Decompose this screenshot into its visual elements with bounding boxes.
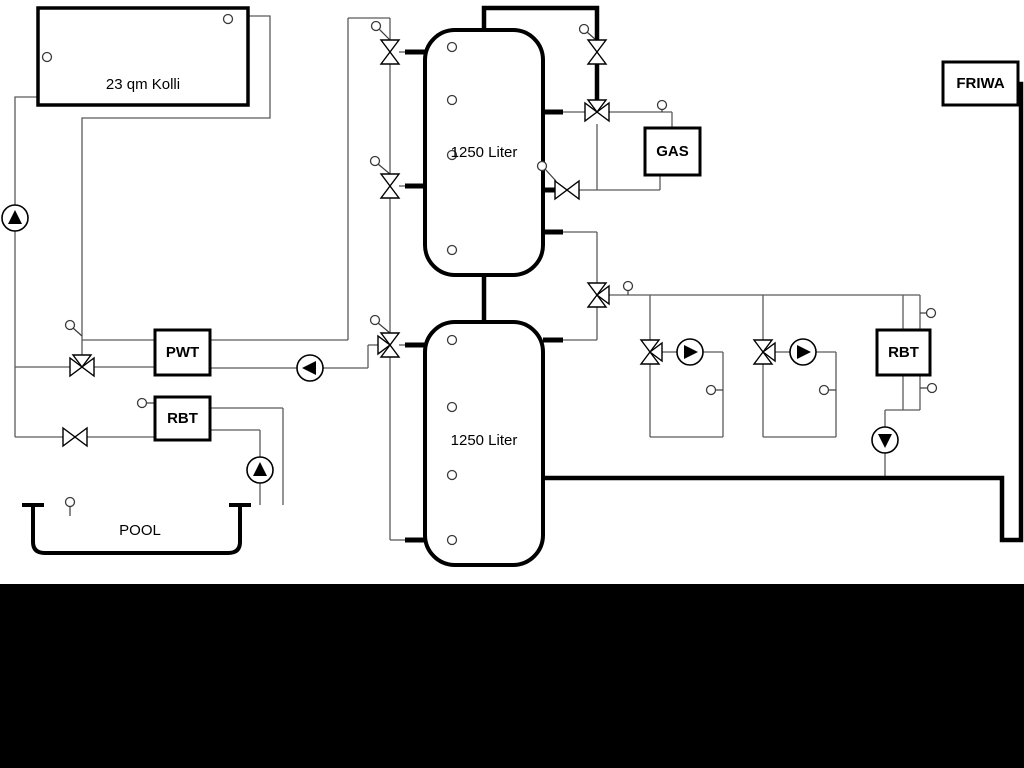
collector-label: 23 qm Kolli bbox=[105, 76, 181, 93]
heating-pump-1-icon bbox=[676, 338, 704, 366]
rbt-right-label: RBT bbox=[888, 344, 919, 361]
tank-sensor-icon bbox=[446, 469, 458, 481]
solar-pump-icon bbox=[1, 204, 29, 232]
valve-tank1-mid-icon bbox=[380, 173, 400, 199]
tank-sensor-icon bbox=[446, 244, 458, 256]
sensor-icon bbox=[369, 155, 381, 167]
gas-boiler-box bbox=[643, 126, 702, 177]
sensor-icon bbox=[64, 496, 76, 508]
pool-pump-icon bbox=[246, 456, 274, 484]
tank-sensor-icon bbox=[446, 534, 458, 546]
valve-rbt-left-icon bbox=[62, 427, 88, 447]
tank-sensor-icon bbox=[446, 41, 458, 53]
tank-sensor-icon bbox=[446, 94, 458, 106]
valve-gas-supply-icon bbox=[584, 99, 610, 122]
sensor-icon bbox=[64, 319, 76, 331]
tank-sensor-icon bbox=[446, 401, 458, 413]
pwt-box bbox=[153, 328, 212, 377]
rbt-left-label: RBT bbox=[167, 410, 198, 427]
sensor-icon bbox=[578, 23, 590, 35]
pipes-thin bbox=[14, 15, 921, 541]
tank-bottom-label: 1250 Liter bbox=[450, 432, 518, 449]
valve-top-line-icon bbox=[587, 39, 607, 65]
pwt-pump-icon bbox=[296, 354, 324, 382]
gas-label: GAS bbox=[656, 143, 689, 160]
pipes-thick bbox=[481, 5, 1024, 543]
sensor-icon bbox=[41, 51, 53, 63]
rbt-right-pump-icon bbox=[871, 426, 899, 454]
sensor-icon bbox=[926, 382, 938, 394]
tank-port-stubs bbox=[405, 49, 563, 543]
diagram-canvas bbox=[1, 5, 1024, 567]
valve-tank2-charge-icon bbox=[377, 332, 400, 358]
sensor-icon bbox=[369, 314, 381, 326]
footer-black-bar bbox=[0, 584, 1024, 768]
sensor-icon bbox=[370, 20, 382, 32]
sensor-icon bbox=[622, 280, 634, 292]
valve-heating-circuit2-icon bbox=[753, 339, 776, 365]
valve-distribution-icon bbox=[587, 282, 610, 308]
sensor-icon bbox=[705, 384, 717, 396]
pwt-label: PWT bbox=[165, 344, 200, 361]
sensor-icon bbox=[818, 384, 830, 396]
sensor-icon bbox=[925, 307, 937, 319]
rbt-right-box bbox=[875, 328, 932, 377]
valve-pwt-mixing-icon bbox=[69, 354, 95, 377]
sensor-icon bbox=[656, 99, 668, 111]
pool-label: POOL bbox=[119, 522, 161, 539]
heating-pump-2-icon bbox=[789, 338, 817, 366]
pool-basin bbox=[22, 503, 251, 555]
tank-sensor-icon bbox=[446, 334, 458, 346]
valve-heating-circuit1-icon bbox=[640, 339, 663, 365]
tank-top-label: 1250 Liter bbox=[450, 144, 518, 161]
sensor-icon bbox=[222, 13, 234, 25]
friwa-label: FRIWA bbox=[956, 75, 1005, 92]
friwa-box bbox=[941, 60, 1020, 107]
sensor-icon bbox=[536, 160, 548, 172]
valve-gas-return-icon bbox=[554, 180, 580, 200]
solar-collector-box bbox=[36, 6, 250, 107]
sensor-icon bbox=[136, 397, 148, 409]
valve-tank1-top-icon bbox=[380, 39, 400, 65]
rbt-left-box bbox=[153, 395, 212, 442]
